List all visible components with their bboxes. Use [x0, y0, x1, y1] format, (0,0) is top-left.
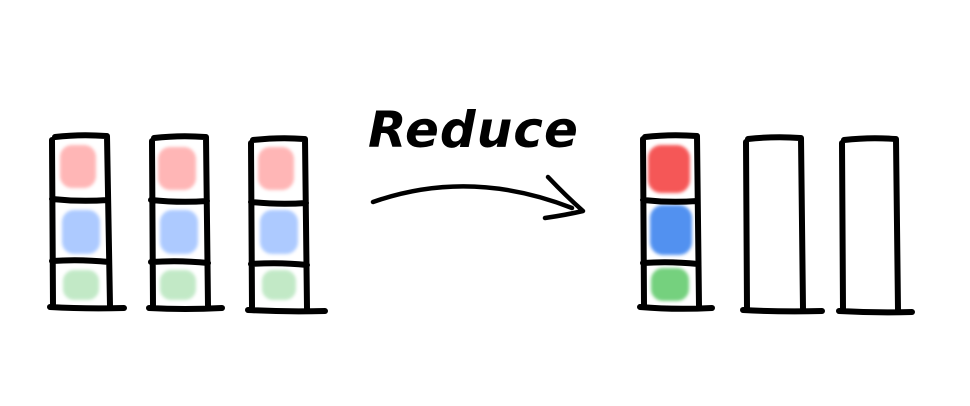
- input-buffer-2: [146, 133, 225, 312]
- cell-1-green-blob: [63, 270, 99, 300]
- input-buffer-1: [47, 132, 127, 312]
- result-green-blob: [651, 268, 689, 301]
- result-blue-blob: [650, 205, 692, 255]
- empty-buffer-2: [740, 134, 825, 315]
- cell-2-blue-blob: [160, 210, 198, 254]
- reduce-label: Reduce: [368, 101, 579, 159]
- result-buffer-outline: [637, 132, 715, 312]
- input-buffer-3: [245, 135, 328, 315]
- cell-3-blue-blob: [260, 210, 298, 254]
- cell-3-green-blob: [262, 270, 296, 300]
- result-red-blob: [648, 145, 690, 193]
- result-buffer: [637, 132, 715, 312]
- buffer-3-outline: [245, 135, 328, 315]
- before-group: [47, 132, 328, 315]
- reduce-arrow: [370, 174, 586, 221]
- buffer-2-outline: [146, 133, 225, 312]
- cell-1-red-blob: [60, 145, 96, 188]
- empty-buffer-3-outline: [836, 135, 915, 316]
- cell-2-red-blob: [158, 147, 196, 190]
- after-group: [637, 132, 915, 316]
- buffer-1-outline: [47, 132, 127, 312]
- cell-1-blue-blob: [62, 210, 100, 254]
- empty-buffer-3: [836, 135, 915, 316]
- empty-buffer-2-outline: [740, 134, 825, 315]
- cell-2-green-blob: [160, 270, 196, 300]
- cell-3-red-blob: [258, 147, 294, 190]
